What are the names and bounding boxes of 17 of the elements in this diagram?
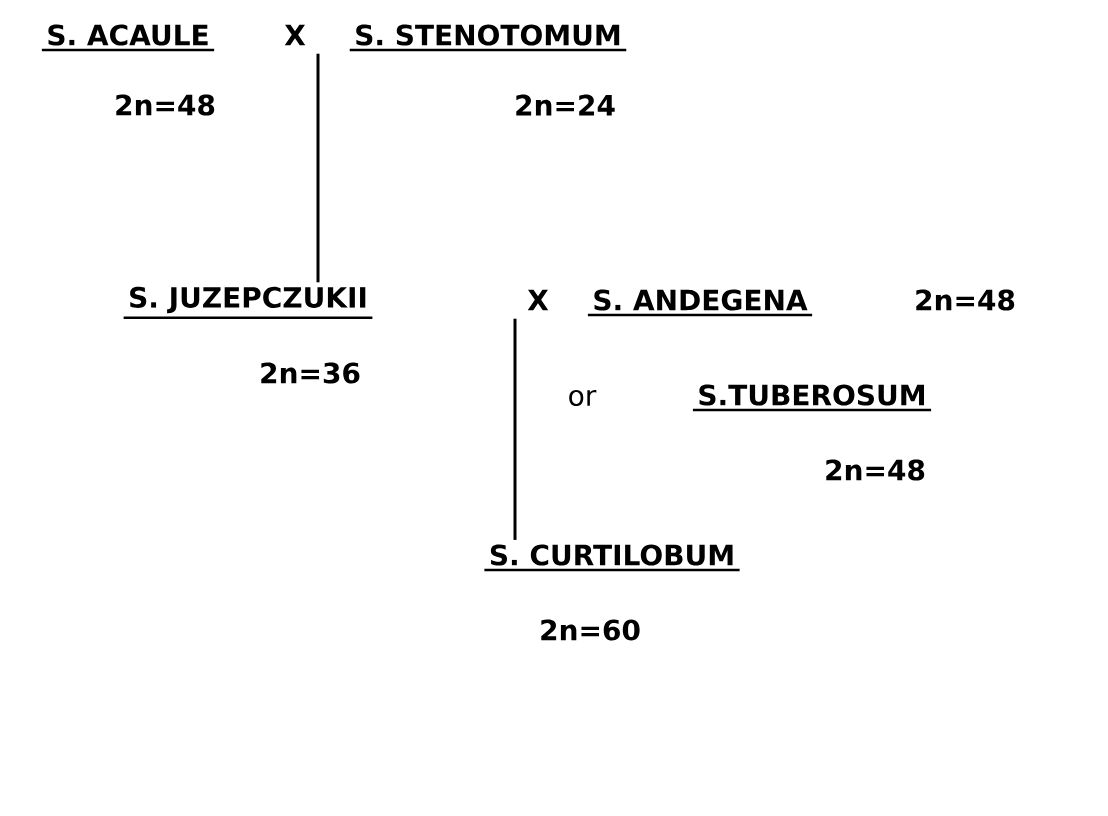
cross-sign: X — [284, 24, 306, 46]
species-name: S.TUBEROSUM — [692, 384, 932, 412]
species-name: S. STENOTOMUM — [349, 24, 627, 52]
chromosome-number: 2n=48 — [916, 289, 1015, 311]
chromosome-number: 2n=24 — [516, 94, 615, 116]
species-name: S. ACAULE — [41, 24, 215, 52]
connector-line — [513, 318, 517, 540]
conjunction-text: or — [569, 389, 597, 407]
chromosome-number: 2n=36 — [261, 362, 360, 384]
species-name: S. JUZEPCZUKII — [123, 286, 373, 319]
chromosome-number: 2n=48 — [116, 94, 215, 116]
connector-line — [316, 53, 320, 283]
species-name: S. ANDEGENA — [587, 289, 813, 317]
chromosome-number: 2n=60 — [541, 619, 640, 641]
species-name: S. CURTILOBUM — [484, 544, 740, 572]
cross-sign: X — [527, 289, 549, 311]
chromosome-number: 2n=48 — [826, 459, 925, 481]
